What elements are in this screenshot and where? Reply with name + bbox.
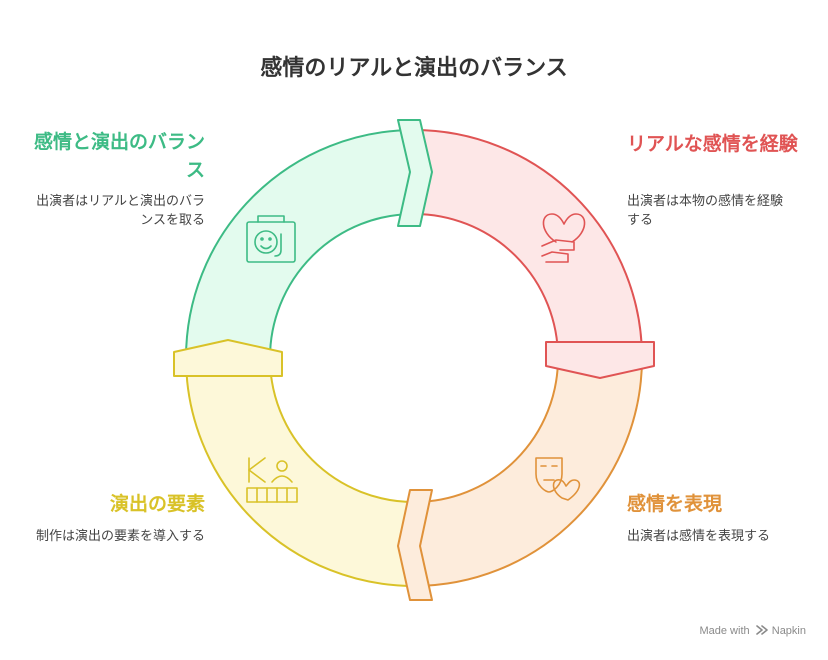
hand-heart-icon [541,213,586,263]
segment-description-balance: 出演者はリアルと演出のバランスを取る [36,194,205,228]
footer-brand: Napkin [771,625,806,637]
footer-text: Made with [699,625,750,637]
segment-express-emotion[interactable] [413,357,644,588]
chevron-connector-left [173,339,283,377]
segment-description-real-emotion: 出演者は本物の感情を経験する [627,194,784,228]
segment-staging-elements[interactable] [184,357,415,588]
segment-balance[interactable] [184,128,415,359]
segment-real-emotion[interactable] [413,128,644,359]
stage-director-icon [246,457,298,503]
segment-description-staging-elements: 制作は演出の要素を導入する [35,529,205,544]
mask-heart-icon [535,457,581,501]
segment-heading-balance: 感情と演出のバランス [33,131,205,181]
chevron-connector-right [545,341,655,379]
segment-description-express-emotion: 出演者は感情を表現する [627,529,771,544]
segment-heading-staging-elements: 演出の要素 [109,493,205,515]
made-with-napkin-footer[interactable]: Made with Napkin [699,625,806,637]
napkin-logo-icon [755,625,768,635]
chevron-connector-top [397,119,433,227]
segment-heading-real-emotion: リアルな感情を経験 [627,133,798,155]
portrait-smile-icon [246,215,296,263]
page-title: 感情のリアルと演出のバランス [260,56,568,81]
segment-heading-express-emotion: 感情を表現 [627,493,723,515]
chevron-connector-bottom [397,489,433,601]
